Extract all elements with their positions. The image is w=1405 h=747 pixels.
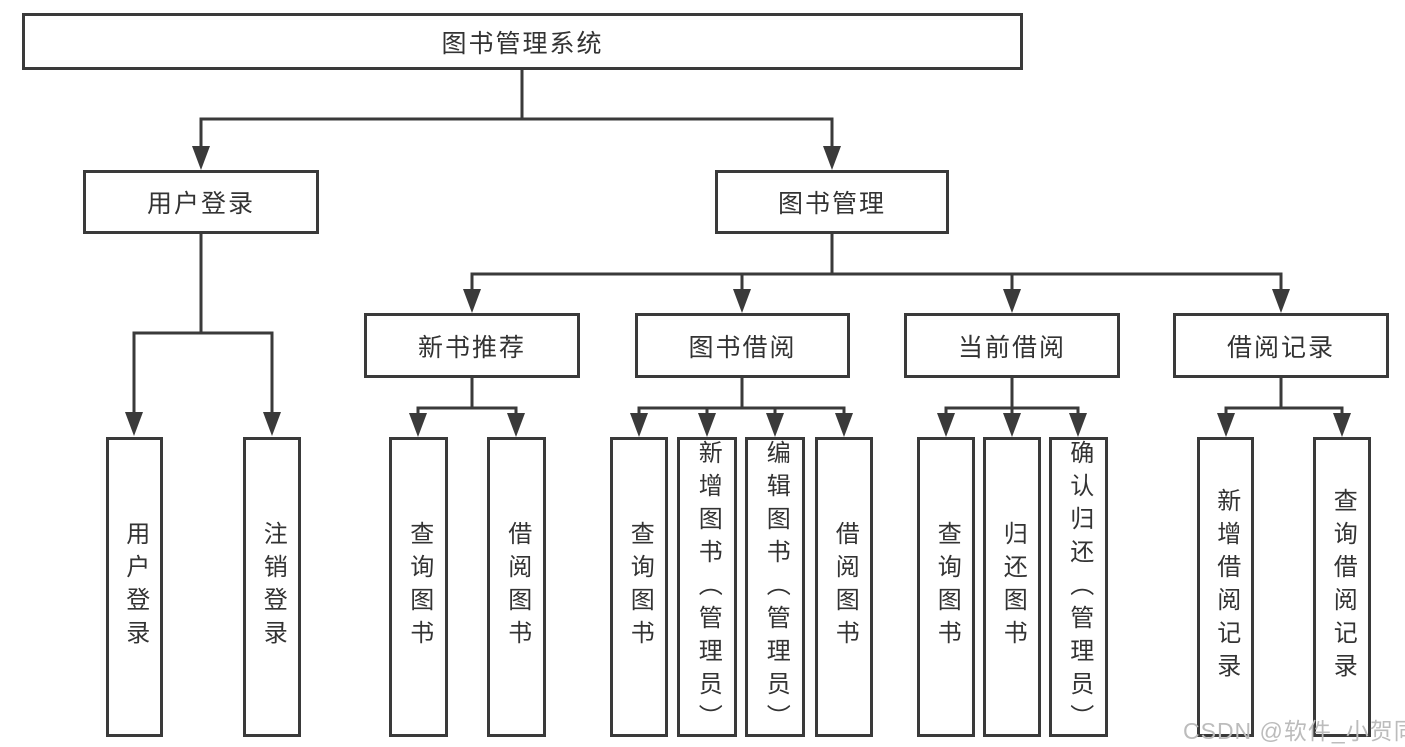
arrow-down-icon: [263, 412, 281, 436]
arrow-down-icon: [766, 413, 784, 437]
arrow-down-icon: [1272, 289, 1290, 313]
leaf-cb-query-book: 查询图书: [917, 437, 975, 737]
connector-current-borrow-fork: [944, 376, 1080, 418]
arrow-down-icon: [463, 289, 481, 313]
arrow-down-icon: [1069, 413, 1087, 437]
node-book-management-label: 图书管理: [777, 190, 886, 218]
leaf-bb-borrow-book: 借阅图书: [815, 437, 873, 737]
leaf-bb-add-book-admin-label: 新增图书（管理员）: [694, 440, 722, 737]
arrow-down-icon: [823, 146, 841, 170]
connector-root-fork: [199, 68, 834, 150]
leaf-bb-query-book-label: 查询图书: [626, 521, 654, 653]
leaf-br-query-record: 查询借阅记录: [1313, 437, 1371, 737]
arrow-down-icon: [835, 413, 853, 437]
arrow-down-icon: [507, 413, 525, 437]
connector-new-book-fork: [416, 376, 518, 418]
leaf-user-login: 用户登录: [106, 437, 163, 737]
arrow-down-icon: [1217, 413, 1235, 437]
arrow-down-icon: [192, 146, 210, 170]
node-user-login-label: 用户登录: [146, 190, 255, 218]
node-user-login: 用户登录: [83, 170, 319, 234]
leaf-bb-borrow-book-label: 借阅图书: [831, 521, 859, 653]
node-new-book-recommend-label: 新书推荐: [417, 333, 526, 362]
leaf-nb-query-book-label: 查询图书: [405, 521, 433, 653]
arrowheads: [125, 146, 1351, 437]
leaf-user-login-label: 用户登录: [121, 521, 149, 653]
arrow-down-icon: [409, 413, 427, 437]
node-current-borrow: 当前借阅: [904, 313, 1120, 378]
arrow-down-icon: [937, 413, 955, 437]
connector-user-login-fork: [132, 232, 274, 416]
leaf-bb-edit-book-admin-label: 编辑图书（管理员）: [762, 440, 790, 737]
leaf-bb-query-book: 查询图书: [610, 437, 668, 737]
leaf-logout-label: 注销登录: [259, 521, 287, 653]
node-book-borrow: 图书借阅: [635, 313, 850, 378]
connector-borrow-record-fork: [1224, 376, 1344, 418]
node-new-book-recommend: 新书推荐: [364, 313, 580, 378]
connector-book-borrow-fork: [637, 376, 846, 418]
leaf-nb-query-book: 查询图书: [389, 437, 448, 737]
node-borrow-record: 借阅记录: [1173, 313, 1389, 378]
leaf-cb-confirm-return-admin-label: 确认归还（管理员）: [1065, 440, 1093, 737]
node-root: 图书管理系统: [22, 13, 1023, 70]
leaf-nb-borrow-book: 借阅图书: [487, 437, 546, 737]
node-book-borrow-label: 图书借阅: [688, 333, 797, 362]
leaf-bb-add-book-admin: 新增图书（管理员）: [677, 437, 737, 737]
connector-book-management-fork: [470, 232, 1283, 293]
arrow-down-icon: [1003, 413, 1021, 437]
arrow-down-icon: [630, 413, 648, 437]
arrow-down-icon: [1333, 413, 1351, 437]
arrow-down-icon: [125, 412, 143, 436]
node-root-label: 图书管理系统: [441, 29, 604, 58]
arrow-down-icon: [733, 289, 751, 313]
leaf-logout: 注销登录: [243, 437, 301, 737]
node-book-management: 图书管理: [715, 170, 949, 234]
leaf-nb-borrow-book-label: 借阅图书: [503, 521, 531, 653]
node-borrow-record-label: 借阅记录: [1226, 333, 1335, 362]
arrow-down-icon: [1003, 289, 1021, 313]
leaf-cb-query-book-label: 查询图书: [933, 521, 961, 653]
leaf-bb-edit-book-admin: 编辑图书（管理员）: [745, 437, 805, 737]
leaf-br-add-record: 新增借阅记录: [1197, 437, 1254, 737]
leaf-br-query-record-label: 查询借阅记录: [1329, 488, 1357, 686]
node-current-borrow-label: 当前借阅: [957, 333, 1066, 362]
leaf-cb-return-book-label: 归还图书: [999, 521, 1027, 653]
leaf-cb-return-book: 归还图书: [983, 437, 1041, 737]
arrow-down-icon: [698, 413, 716, 437]
csdn-watermark: CSDN @软件_小贺同学: [1183, 718, 1405, 744]
leaf-cb-confirm-return-admin: 确认归还（管理员）: [1049, 437, 1108, 737]
leaf-br-add-record-label: 新增借阅记录: [1212, 488, 1240, 686]
